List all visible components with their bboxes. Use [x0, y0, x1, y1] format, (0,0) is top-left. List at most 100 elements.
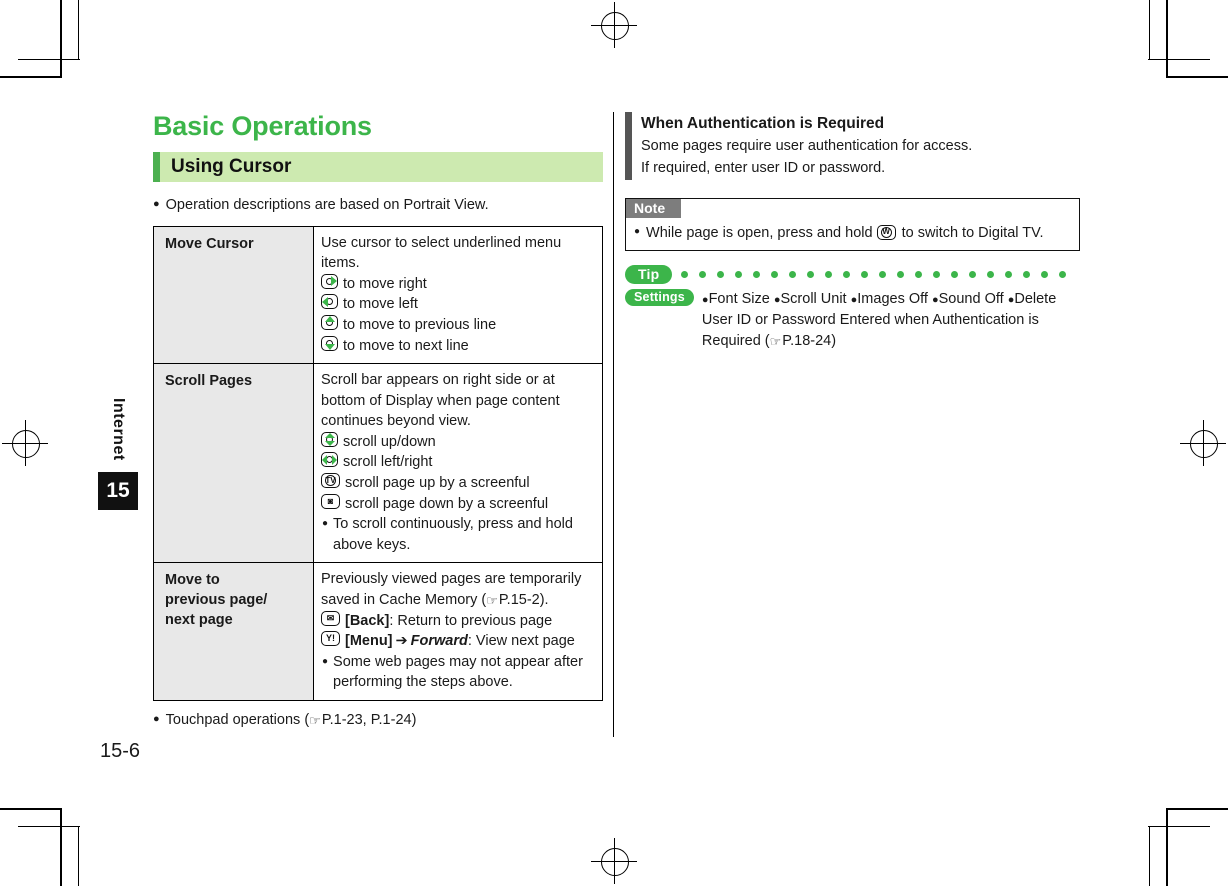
row-label-scroll-pages: Scroll Pages: [153, 363, 314, 564]
sub-note: ● To scroll continuously, press and hold…: [321, 514, 595, 555]
table-row: Move to previous page/ next page Previou…: [153, 562, 603, 701]
key-line-text: scroll page down by a screenful: [345, 495, 549, 512]
page-title: Basic Operations: [153, 111, 372, 141]
bullet-dot-icon: ●: [931, 294, 939, 307]
key-down-icon: [321, 335, 338, 351]
tip-dot-icon: [789, 271, 797, 279]
left-column: Basic Operations Using Cursor ● Operatio…: [153, 111, 603, 741]
registration-mark-right: [1180, 420, 1226, 466]
crop-mark-tr-v2: [1148, 0, 1150, 60]
callout-body: When Authentication is Required Some pag…: [641, 112, 972, 180]
bullet-dot-icon: ●: [322, 655, 329, 667]
tip-dot-icon: [1005, 271, 1013, 279]
note-text-a: While page is open, press and hold: [646, 224, 873, 241]
callout-bar: [625, 112, 632, 180]
note-text-b: to switch to Digital TV.: [901, 224, 1044, 241]
note-tab-label: Note: [626, 198, 682, 218]
tip-dot-icon: [1059, 271, 1067, 279]
row-label-line: next page: [165, 611, 233, 628]
row-label-line: previous page/: [165, 591, 268, 608]
key-w-icon: W: [876, 224, 896, 240]
tip-dot-icon: [753, 271, 761, 279]
key-line-text: : Return to previous page: [389, 612, 553, 629]
key-line-text: to move left: [343, 296, 418, 313]
key-line-text: scroll page up by a screenful: [345, 475, 530, 492]
key-line-text: scroll up/down: [343, 433, 436, 450]
registration-mark-top: [591, 2, 637, 48]
tip-dot-icon: [861, 271, 869, 279]
auth-callout: When Authentication is Required Some pag…: [625, 112, 1080, 180]
section-header: Using Cursor: [153, 151, 603, 182]
key-mail-icon: ✉: [321, 610, 340, 626]
tip-dot-icon: [717, 271, 725, 279]
key-up-down-icon: [321, 431, 338, 447]
key-line-italic: Forward: [410, 633, 468, 650]
crop-mark-br-v2: [1148, 826, 1150, 886]
key-line-body: [Back]: Return to previous page: [345, 611, 552, 632]
crop-mark-tl-h: [0, 76, 62, 78]
tip-dot-icon: [1023, 271, 1031, 279]
row-label-move-cursor: Move Cursor: [153, 225, 314, 365]
chapter-label: Internet: [110, 398, 127, 461]
note-tab-wrap: Note: [626, 198, 1079, 218]
page-folio: 15-6: [100, 740, 141, 762]
bullet-dot-icon: ●: [153, 712, 160, 725]
key-line: scroll up/down: [321, 431, 595, 453]
key-line-text: : View next page: [467, 633, 575, 650]
crop-mark-br-h2: [1148, 825, 1210, 827]
table-row: Move Cursor Use cursor to select underli…: [153, 225, 603, 365]
crop-mark-br-v: [1166, 808, 1168, 886]
note-box: Note ● While page is open, press and hol…: [625, 197, 1080, 252]
desc-lead: Previously viewed pages are temporarily …: [321, 569, 595, 610]
callout-title: When Authentication is Required: [641, 115, 885, 132]
crop-mark-bl-v2: [78, 826, 80, 886]
page-ref-hand-icon: ☞: [309, 712, 321, 728]
crop-mark-tr-v: [1166, 0, 1168, 78]
note-text: While page is open, press and hold W to …: [646, 223, 1043, 243]
intro-note-text: Operation descriptions are based on Port…: [165, 196, 489, 213]
tip-item-label: Images Off: [857, 291, 932, 308]
crop-mark-bl-v: [60, 808, 62, 886]
tip-dot-icon: [735, 271, 743, 279]
tip-dot-icon: [843, 271, 851, 279]
tip-row: Settings ●Font Size ●Scroll Unit ●Images…: [625, 289, 1080, 352]
arrow-right-icon: ➔: [395, 633, 408, 650]
row-desc-scroll-pages: Scroll bar appears on right side or at b…: [313, 363, 603, 564]
tip-header: Tip: [625, 265, 1080, 285]
tip-item-label: Scroll Unit: [780, 291, 851, 308]
key-line: ✉ [Back]: Return to previous page: [321, 610, 595, 632]
crop-mark-tl-v: [60, 0, 62, 78]
note-body: ● While page is open, press and hold W t…: [626, 218, 1079, 250]
key-line: to move right: [321, 273, 595, 295]
bullet-dot-icon: ●: [634, 225, 641, 237]
tip-dot-icon: [897, 271, 905, 279]
bullet-dot-icon: ●: [701, 294, 709, 307]
tip-item-label: Sound Off: [938, 291, 1008, 308]
column-divider: [613, 112, 614, 737]
key-line-text: to move to next line: [343, 337, 469, 354]
tip-dot-icon: [699, 271, 707, 279]
desc-lead-ref: P.15-2).: [498, 591, 549, 608]
bullet-dot-icon: ●: [153, 197, 160, 210]
key-line-text: scroll left/right: [343, 454, 433, 471]
key-camera-icon: ◙: [321, 493, 340, 509]
tip-ref-open: (: [764, 333, 770, 350]
tip-tab-label: Tip: [625, 265, 673, 285]
tip-dot-icon: [987, 271, 995, 279]
tip-dot-icon: [771, 271, 779, 279]
tip-item-label: Font Size: [708, 291, 774, 308]
tip-dot-icon: [915, 271, 923, 279]
key-line: scroll left/right: [321, 452, 595, 473]
tip-dot-icon: [1041, 271, 1049, 279]
callout-line-2: If required, enter user ID or password.: [641, 160, 886, 176]
row-label-line: Move to: [165, 572, 220, 589]
tip-dot-icon: [933, 271, 941, 279]
key-line-text: to move to previous line: [343, 317, 497, 334]
right-column: When Authentication is Required Some pag…: [625, 112, 1080, 352]
crop-mark-bl-h2: [18, 825, 80, 827]
registration-mark-left: [2, 420, 48, 466]
bullet-dot-icon: ●: [1007, 294, 1015, 307]
row-desc-move-page: Previously viewed pages are temporarily …: [313, 562, 603, 701]
key-right-icon: [321, 273, 338, 289]
key-line: to move left: [321, 294, 595, 315]
